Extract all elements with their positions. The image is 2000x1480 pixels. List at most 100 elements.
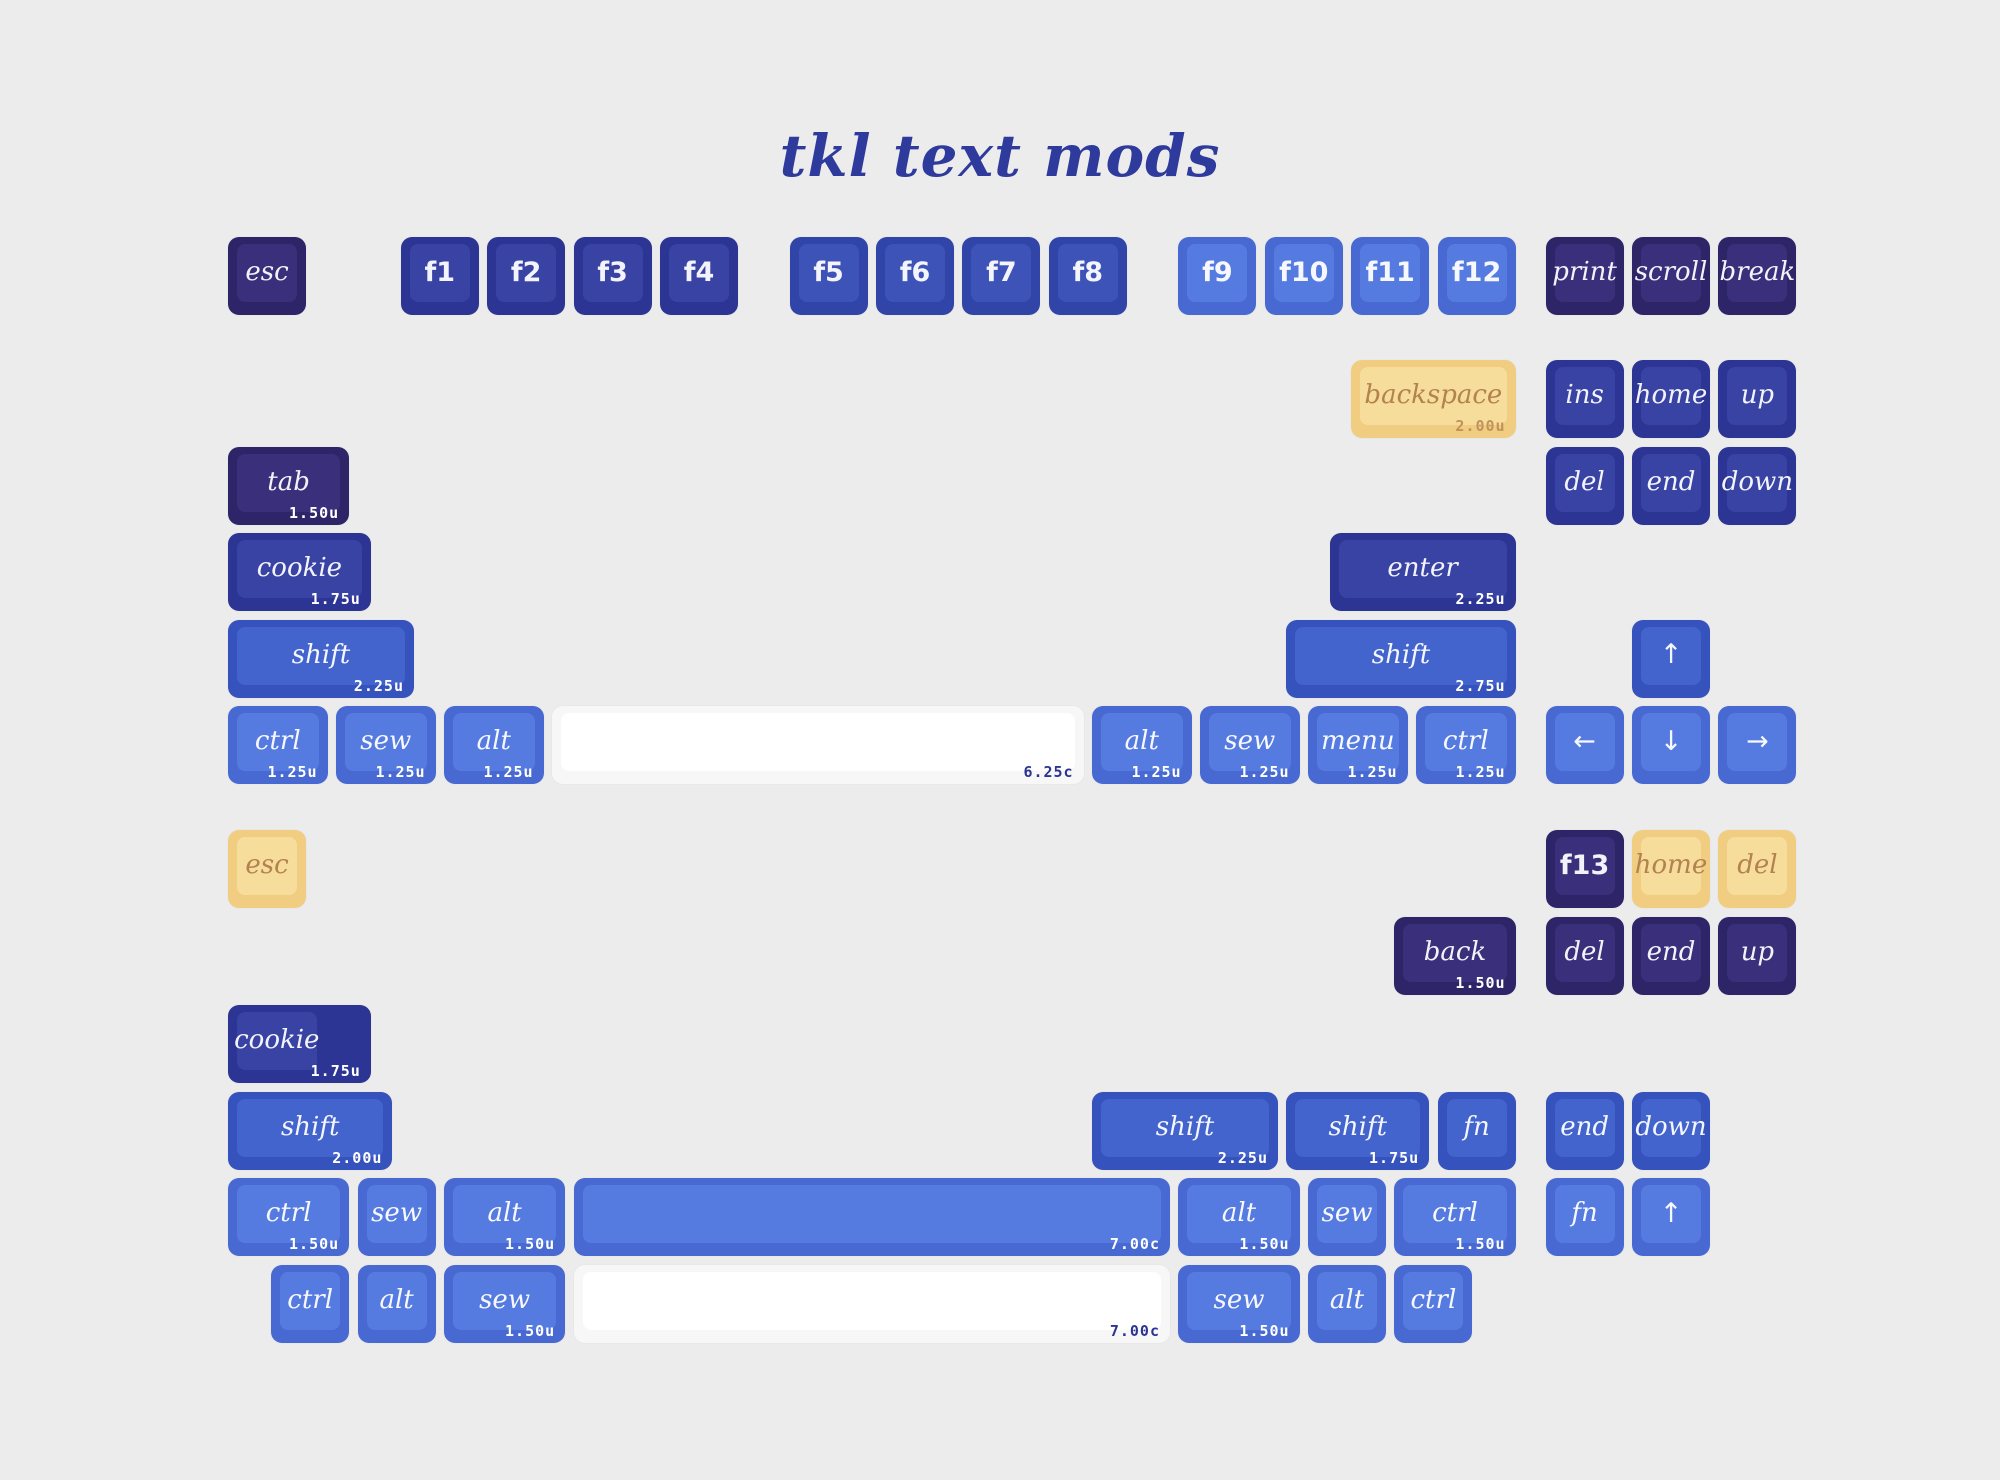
key-size-label: 2.00u: [1455, 417, 1506, 435]
key-spacebar-700[interactable]: 7.00c: [573, 1264, 1170, 1343]
keycap-top: [1273, 244, 1334, 302]
key-legend: ↑: [1659, 1197, 1683, 1229]
key-alt[interactable]: alt: [1308, 1264, 1386, 1343]
key-enter[interactable]: enter 2.25u: [1329, 533, 1516, 611]
key-f2[interactable]: f2: [487, 237, 566, 315]
key-end[interactable]: end: [1632, 446, 1710, 525]
key-arrow-down[interactable]: ↓: [1632, 706, 1710, 784]
key-down[interactable]: down: [1632, 1091, 1710, 1170]
key-up[interactable]: up: [1718, 360, 1797, 438]
key-f4[interactable]: f4: [660, 237, 738, 315]
key-f7[interactable]: f7: [962, 237, 1041, 315]
keycap-top: [1554, 1098, 1615, 1157]
key-alt[interactable]: alt: [357, 1264, 436, 1343]
key-scroll[interactable]: scroll: [1632, 237, 1710, 315]
key-esc[interactable]: esc: [228, 237, 306, 315]
key-f1[interactable]: f1: [400, 237, 479, 315]
key-ctrl[interactable]: ctrl: [271, 1264, 350, 1343]
key-f6[interactable]: f6: [876, 237, 954, 315]
key-size-label: 1.50u: [1455, 974, 1506, 992]
keycap-top: [1101, 713, 1183, 771]
key-f12[interactable]: f12: [1437, 237, 1516, 315]
key-esc-accent[interactable]: esc: [228, 830, 306, 908]
key-home-accent[interactable]: home: [1632, 830, 1710, 908]
keycap-top: [453, 713, 535, 771]
key-sew[interactable]: sew: [1308, 1178, 1386, 1256]
key-del-accent[interactable]: del: [1718, 830, 1797, 908]
key-f5[interactable]: f5: [789, 237, 868, 315]
key-f3[interactable]: f3: [573, 237, 652, 315]
key-f10[interactable]: f10: [1264, 237, 1343, 315]
keycap-top: [1187, 1185, 1291, 1243]
key-size-label: 1.25u: [1239, 763, 1290, 781]
key-legend: enter: [1387, 553, 1458, 583]
key-end[interactable]: end: [1632, 917, 1710, 995]
keycap-top: [1554, 924, 1615, 982]
key-legend: ctrl: [1432, 1198, 1478, 1228]
key-spacebar-blue-700[interactable]: 7.00c: [573, 1178, 1170, 1256]
key-size-label: 2.75u: [1455, 676, 1506, 695]
key-ctrl[interactable]: ctrl: [1394, 1264, 1473, 1343]
keycap-top: [1641, 1185, 1701, 1243]
key-f13[interactable]: f13: [1545, 830, 1624, 908]
keycap-top: [453, 1271, 557, 1330]
key-f8[interactable]: f8: [1048, 237, 1127, 315]
key-legend: end: [1646, 466, 1696, 497]
key-f9[interactable]: f9: [1178, 237, 1257, 315]
key-size-label: 7.00c: [1109, 1235, 1160, 1253]
key-break[interactable]: break: [1718, 237, 1797, 315]
key-up[interactable]: up: [1718, 917, 1797, 995]
key-legend: f4: [683, 256, 715, 288]
key-print[interactable]: print: [1545, 237, 1624, 315]
key-legend: ↑: [1659, 639, 1683, 670]
key-f11[interactable]: f11: [1351, 237, 1430, 315]
key-del[interactable]: del: [1545, 446, 1624, 525]
key-end[interactable]: end: [1545, 1091, 1624, 1170]
keycap-top: [1727, 453, 1788, 512]
key-legend: f6: [899, 256, 931, 288]
key-arrow-up[interactable]: ↑: [1632, 1178, 1710, 1256]
key-sew[interactable]: sew: [357, 1178, 436, 1256]
key-down[interactable]: down: [1718, 446, 1797, 525]
key-fn[interactable]: fn: [1545, 1178, 1624, 1256]
keycap-top: [1187, 244, 1248, 302]
key-arrow-right[interactable]: →: [1718, 706, 1797, 784]
key-arrow-left[interactable]: ←: [1545, 706, 1624, 784]
keycap-top: [237, 540, 362, 598]
key-arrow-up[interactable]: ↑: [1632, 619, 1710, 698]
key-fn[interactable]: fn: [1437, 1091, 1516, 1170]
key-legend: sew: [1321, 1198, 1373, 1228]
key-legend: f13: [1559, 849, 1610, 881]
keycap-top: [366, 1271, 427, 1330]
key-spacebar-625[interactable]: 6.25c: [552, 706, 1084, 784]
key-size-label: 1.25u: [1347, 763, 1398, 781]
key-del[interactable]: del: [1545, 917, 1624, 995]
key-home[interactable]: home: [1632, 360, 1710, 438]
key-size-label: 2.25u: [1455, 590, 1506, 608]
key-size-label: 1.50u: [505, 1321, 556, 1340]
key-ins[interactable]: ins: [1545, 360, 1624, 438]
